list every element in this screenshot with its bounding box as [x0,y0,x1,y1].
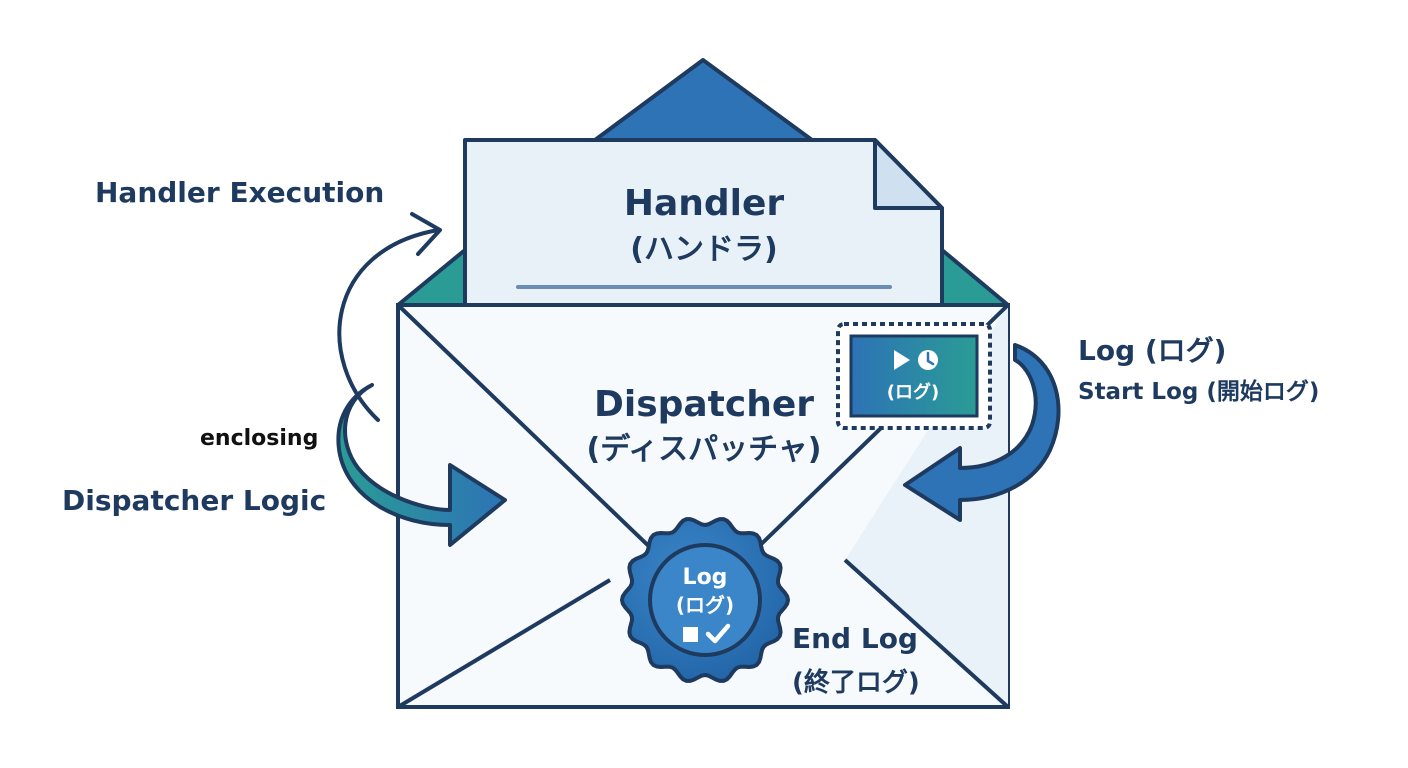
log-stamp: (ログ) [836,322,992,430]
log-seal: Log (ログ) [620,517,790,683]
envelope-back-flap [593,58,814,142]
handler-letter: Handler (ハンドラ) [463,138,944,307]
envelope-inner-left [396,248,467,307]
letter-subtitle: (ハンドラ) [630,232,777,267]
envelope-fold-left [396,578,612,709]
stamp-text: (ログ) [887,381,939,403]
dispatcher-logic-arrow [336,383,507,547]
letter-folded-corner [873,138,944,210]
envelope-subtitle: (ディスパッチャ) [586,432,821,467]
stop-square-icon [683,627,698,642]
letter-title: Handler [624,183,785,224]
envelope-fold-right [843,558,1010,709]
checkmark-icon [705,623,731,644]
start-log-label: Start Log (開始ログ) [1078,379,1320,405]
log-label: Log (ログ) [1078,334,1227,367]
end-log-label: End Log [792,622,918,655]
end-log-jp-label: (終了ログ) [792,668,920,698]
enclosing-label: enclosing [200,426,319,451]
seal-subtitle: (ログ) [676,593,734,617]
play-icon [894,350,910,370]
envelope-title: Dispatcher [594,384,814,425]
seal-inner-ring [648,543,762,657]
seal-title: Log [683,565,728,590]
clock-icon [918,350,938,370]
handler-execution-label: Handler Execution [95,176,385,209]
envelope-inner-right [940,248,1010,307]
start-log-arrow [903,343,1061,522]
dispatcher-logic-label: Dispatcher Logic [62,484,327,517]
